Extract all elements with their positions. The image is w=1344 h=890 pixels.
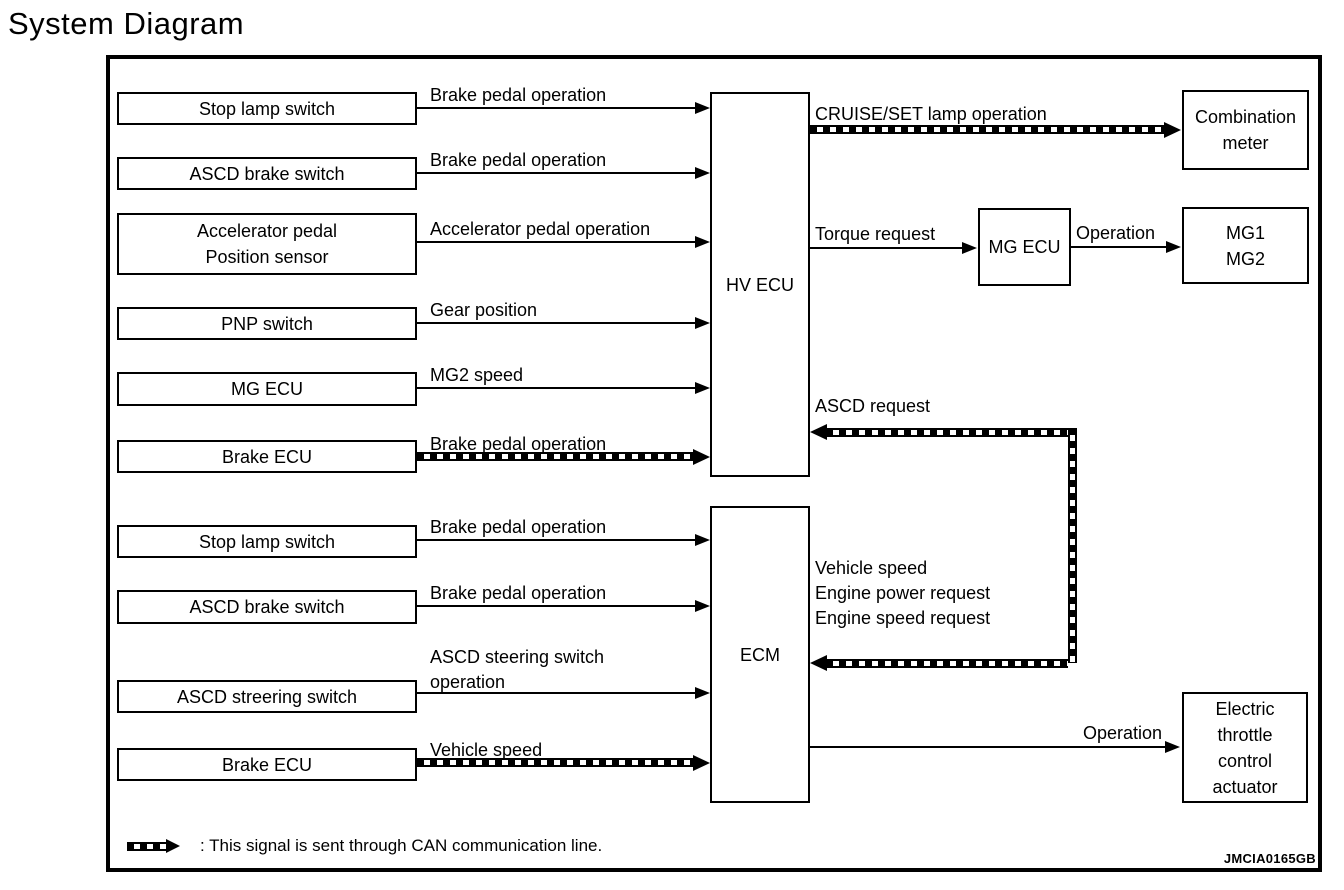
arrowhead-right-icon (695, 534, 710, 546)
node-label: MG ECU (231, 379, 303, 399)
can-legend-line-icon (127, 842, 167, 851)
arrowhead-right-icon (695, 600, 710, 612)
node-combination-meter: Combination meter (1182, 90, 1309, 170)
signal-line (416, 692, 698, 694)
node-label: HV ECU (725, 274, 794, 295)
node-label: Electric throttle control actuator (1212, 698, 1278, 797)
node-label: MG ECU (988, 237, 1061, 257)
arrowhead-right-icon (695, 317, 710, 329)
node-mg-ecu-right: MG ECU (978, 208, 1071, 286)
signal-label: Accelerator pedal operation (430, 219, 651, 239)
signal-label: Torque request (815, 224, 936, 244)
arrowhead-right-icon (695, 236, 710, 248)
arrowhead-left-icon (810, 655, 827, 671)
node-label: ASCD brake switch (189, 597, 345, 617)
arrowhead-right-icon (695, 167, 710, 179)
signal-line (416, 539, 698, 541)
node-label: MG1 MG2 (1225, 222, 1265, 269)
signal-label: Brake pedal operation (430, 517, 607, 537)
node-brake-ecu-2: Brake ECU (117, 748, 417, 781)
signal-label: CRUISE/SET lamp operation (815, 104, 1047, 124)
node-brake-ecu-1: Brake ECU (117, 440, 417, 473)
node-label: Combination meter (1194, 107, 1297, 153)
signal-label: Brake pedal operation (430, 434, 607, 454)
arrowhead-right-icon (695, 382, 710, 394)
signal-label: Operation (1083, 723, 1163, 743)
signal-label: Vehicle speed Engine power request Engin… (815, 558, 991, 628)
node-pnp-switch: PNP switch (117, 307, 417, 340)
node-ecm: ECM (710, 506, 810, 803)
node-ascd-brake-switch-1: ASCD brake switch (117, 157, 417, 190)
node-label: Brake ECU (221, 446, 313, 467)
node-label: ECM (740, 644, 780, 665)
arrowhead-right-icon (166, 839, 180, 853)
signal-label: MG2 speed (430, 365, 524, 385)
legend-text: : This signal is sent through CAN commun… (200, 836, 603, 855)
arrowhead-right-icon (962, 242, 977, 254)
signal-line (416, 322, 698, 324)
node-label: ASCD streering switch (176, 686, 358, 707)
node-hv-ecu: HV ECU (710, 92, 810, 477)
node-stop-lamp-switch-1: Stop lamp switch (117, 92, 417, 125)
node-mg1-mg2: MG1 MG2 (1182, 207, 1309, 284)
signal-line (810, 746, 1166, 748)
arrowhead-right-icon (693, 755, 710, 771)
signal-line (416, 107, 698, 109)
can-signal-line (417, 452, 694, 461)
node-label: ASCD brake switch (189, 163, 345, 184)
node-label: PNP switch (221, 313, 313, 334)
node-ascd-steering-switch: ASCD streering switch (117, 680, 417, 713)
page-title: System Diagram (8, 6, 245, 41)
signal-label: ASCD steering switch operation (430, 647, 605, 692)
arrowhead-right-icon (695, 102, 710, 114)
node-label: Brake ECU (221, 754, 313, 775)
signal-label: Brake pedal operation (430, 85, 607, 105)
can-signal-line (826, 428, 1072, 437)
node-electric-throttle-control-actuator: Electric throttle control actuator (1182, 692, 1308, 803)
can-signal-line (417, 758, 694, 767)
node-ascd-brake-switch-2: ASCD brake switch (117, 590, 417, 624)
signal-line (1071, 246, 1167, 248)
node-mg-ecu-left: MG ECU (117, 372, 417, 406)
signal-label: Gear position (430, 300, 538, 320)
can-signal-line (826, 659, 1068, 668)
arrowhead-right-icon (693, 449, 710, 465)
can-signal-line (810, 125, 1165, 134)
figure-code: JMCIA0165GB (1223, 851, 1316, 866)
node-label: Stop lamp switch (198, 98, 336, 119)
signal-label: ASCD request (815, 396, 931, 416)
signal-label: Brake pedal operation (430, 583, 607, 603)
arrowhead-right-icon (1166, 241, 1181, 253)
node-stop-lamp-switch-2: Stop lamp switch (117, 525, 417, 558)
node-accelerator-pedal-position-sensor: Accelerator pedal Position sensor (117, 213, 417, 275)
node-label: Stop lamp switch (198, 531, 336, 552)
arrowhead-right-icon (1164, 122, 1181, 138)
can-signal-line-vertical (1068, 428, 1077, 663)
arrowhead-right-icon (695, 687, 710, 699)
node-label: Accelerator pedal Position sensor (196, 221, 338, 267)
signal-label: Operation (1076, 223, 1156, 243)
signal-line (416, 172, 698, 174)
signal-line (416, 605, 698, 607)
signal-line (416, 387, 698, 389)
signal-label: Vehicle speed (430, 740, 543, 760)
signal-line (416, 241, 698, 243)
signal-line (810, 247, 963, 249)
signal-label: Brake pedal operation (430, 150, 607, 170)
arrowhead-left-icon (810, 424, 827, 440)
arrowhead-right-icon (1165, 741, 1180, 753)
